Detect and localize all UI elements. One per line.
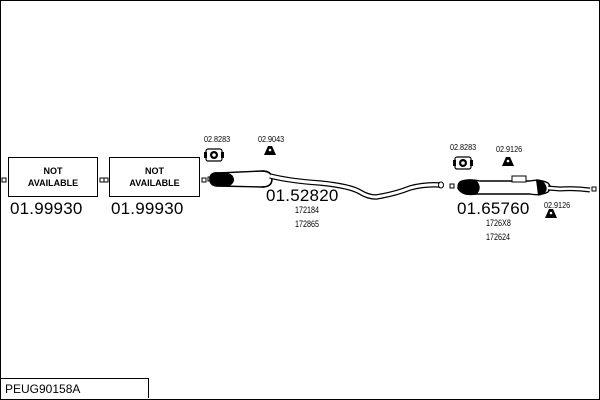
middle-silencer [207, 170, 444, 200]
accessory-label-a3: 02.8283 [450, 142, 477, 152]
not-available-box-2: NOT AVAILABLE [109, 157, 200, 197]
reference-label: PEUG90158A [5, 381, 81, 396]
mount-icon-a4 [502, 157, 514, 166]
reference-box: PEUG90158A [0, 378, 149, 398]
clamp-icon-a1 [204, 148, 224, 162]
end-marker-box1 [99, 177, 105, 183]
accessory-label-a2: 02.9043 [258, 134, 285, 144]
end-marker-box2b [201, 177, 207, 183]
end-marker-box2a [103, 177, 109, 183]
accessory-label-a1: 02.8283 [204, 134, 231, 144]
accessory-label-a5: 02.9126 [544, 200, 571, 210]
part4-code-1: 1726X8 [486, 218, 511, 228]
mount-icon-a5 [545, 209, 557, 218]
part3-code-1: 172184 [295, 205, 320, 215]
mount-icon-a2 [264, 146, 276, 155]
part-number-1: 01.99930 [10, 199, 83, 218]
part-number-3: 01.52820 [266, 186, 339, 205]
accessory-label-a4: 02.9126 [496, 144, 523, 154]
part-number-4: 01.65760 [457, 199, 530, 218]
not-available-label-1: NOT AVAILABLE [27, 166, 79, 188]
part3-code-2: 172865 [295, 219, 320, 229]
end-marker-left [1, 177, 7, 183]
not-available-box-1: NOT AVAILABLE [8, 157, 98, 197]
part-number-2: 01.99930 [111, 199, 184, 218]
rear-silencer [449, 175, 597, 196]
part4-code-2: 172624 [486, 232, 511, 242]
clamp-icon-a3 [453, 156, 473, 170]
not-available-label-2: NOT AVAILABLE [129, 166, 180, 188]
